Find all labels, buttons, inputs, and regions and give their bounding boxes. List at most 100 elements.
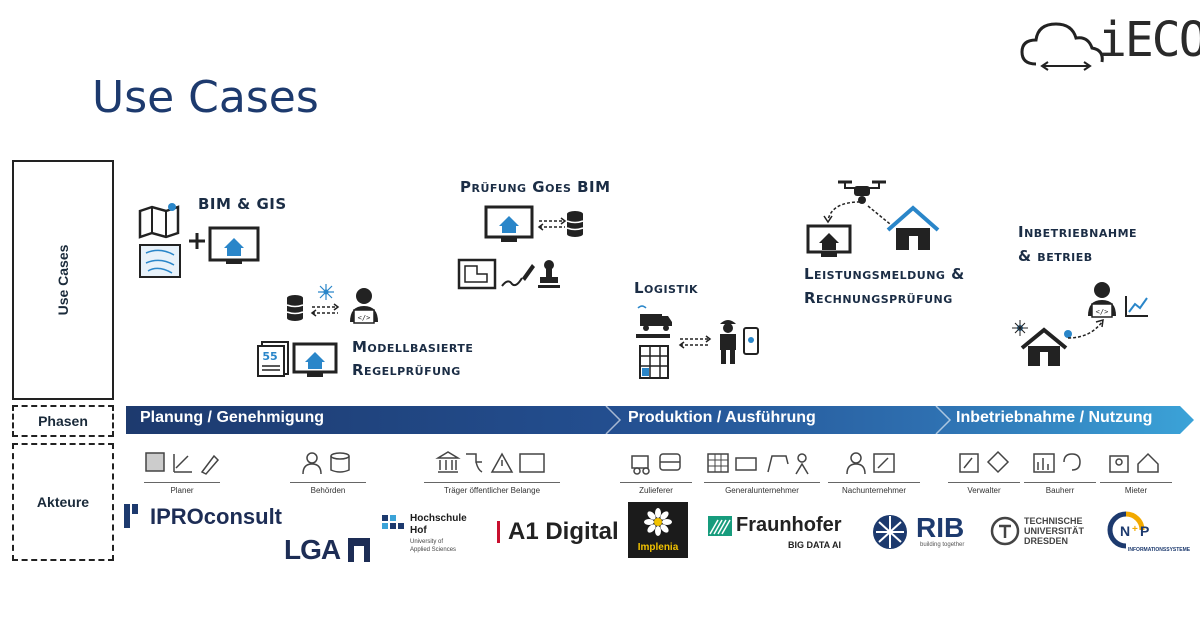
- brand-logo-text: iECO: [1098, 12, 1200, 68]
- phase-arrow: [126, 405, 1194, 435]
- actor-planer: Planer: [144, 482, 220, 495]
- nachunternehmer-icons: [846, 452, 895, 475]
- use-cases-label: Use Cases: [55, 244, 71, 316]
- phasen-label: Phasen: [38, 413, 88, 429]
- mieter-icons: [1109, 452, 1159, 473]
- svg-text:</>: </>: [358, 314, 371, 322]
- use-case-pruefung: Prüfung Goes BIM: [460, 178, 611, 196]
- phone-icon: [743, 327, 759, 355]
- hof-logo-icon: [382, 515, 404, 529]
- document-stack-icon: 55: [257, 341, 289, 377]
- svg-text:N: N: [1120, 523, 1130, 539]
- flower-icon: [644, 508, 672, 536]
- use-case-bim-gis: BIM & GIS: [198, 195, 287, 213]
- map-icon: [138, 203, 181, 278]
- monitor-house-icon: [208, 226, 260, 264]
- actor-nachunternehmer: Nachunternehmer: [828, 482, 920, 495]
- a1-divider: [497, 521, 500, 543]
- akteure-box: Akteure: [12, 443, 114, 561]
- line-chart-icon: [1125, 296, 1148, 317]
- user-laptop-icon: </>: [1088, 282, 1116, 318]
- signature-pen-icon: [501, 264, 535, 287]
- smart-house-icon: [1012, 320, 1072, 366]
- user-laptop-icon: </>: [350, 288, 378, 324]
- verwalter-icons: [959, 450, 1010, 474]
- use-cases-box: Use Cases: [12, 160, 114, 400]
- phase-produktion: Produktion / Ausführung: [628, 409, 816, 426]
- exchange-arrows-icon: [537, 217, 567, 231]
- svg-text:55: 55: [262, 350, 277, 363]
- generalunternehmer-icons: [707, 453, 809, 475]
- network-icon: [318, 284, 334, 300]
- ipro-logo-icon: [124, 504, 138, 528]
- cloud-logo-icon: [1020, 22, 1104, 71]
- partner-hof-4: Applied Sciences: [410, 547, 457, 553]
- monitor-house-icon: [484, 205, 534, 242]
- partner-rib: RIB: [916, 512, 965, 543]
- use-case-inbetrieb-1: Inbetriebnahme: [1018, 223, 1138, 241]
- akteure-label: Akteure: [36, 494, 90, 510]
- planer-icons: [145, 452, 220, 475]
- truck-icon: [636, 305, 672, 338]
- behoerden-icons: [302, 452, 350, 475]
- tud-logo-icon: [990, 516, 1020, 546]
- svg-text:+: +: [1132, 524, 1138, 535]
- partner-rib-sub: building together: [920, 542, 965, 548]
- use-case-modell-2: Regelprüfung: [352, 361, 461, 379]
- plus-icon: [189, 233, 205, 249]
- monitor-house-icon: [806, 224, 852, 257]
- zulieferer-icons: [631, 453, 681, 475]
- partner-ipro: IPROconsult: [150, 504, 283, 529]
- partner-implenia: Implenia: [637, 542, 679, 553]
- exchange-arrows-icon: [678, 335, 712, 349]
- warehouse-icon: [639, 345, 669, 379]
- partner-tud-1: TECHNISCHE: [1024, 516, 1083, 526]
- database-icon: [566, 211, 584, 237]
- np-logo-icon: N + P: [1107, 511, 1149, 549]
- partner-hof-2: Hof: [410, 525, 427, 536]
- actor-behoerden: Behörden: [290, 482, 366, 495]
- partner-tud-2: UNIVERSITÄT: [1024, 526, 1085, 536]
- page-title: Use Cases: [92, 72, 319, 123]
- partner-hof-1: Hochschule: [410, 513, 467, 524]
- database-icon: [286, 295, 304, 321]
- actor-verwalter: Verwalter: [948, 482, 1020, 495]
- partner-fraunhofer-sub: BIG DATA AI: [788, 540, 841, 550]
- use-case-modell-1: Modellbasierte: [352, 338, 474, 356]
- exchange-arrows-icon: [310, 303, 340, 317]
- worker-icon: [720, 320, 736, 364]
- partner-hof-3: University of: [410, 539, 444, 545]
- partner-a1: A1 Digital: [508, 518, 619, 545]
- use-case-inbetrieb-2: & betrieb: [1018, 247, 1093, 265]
- fraunhofer-logo-icon: [708, 516, 732, 536]
- rib-logo-icon: [873, 515, 907, 549]
- svg-text:P: P: [1140, 523, 1149, 539]
- use-case-leistung-2: Rechnungsprüfung: [804, 289, 953, 307]
- actor-traeger: Träger öffentlicher Belange: [424, 482, 560, 495]
- partner-tud-3: DRESDEN: [1024, 536, 1069, 546]
- phase-inbetrieb: Inbetriebnahme / Nutzung: [956, 409, 1153, 426]
- dashed-arrow-icon: [1067, 318, 1104, 339]
- dashed-line-icon: [867, 205, 891, 225]
- implenia-logo: Implenia: [628, 502, 688, 558]
- partner-lga: LGA: [284, 534, 341, 565]
- phase-planung: Planung / Genehmigung: [140, 409, 324, 426]
- bauherr-icons: [1033, 453, 1081, 473]
- blueprint-icon: [457, 258, 497, 290]
- partner-fraunhofer: Fraunhofer: [736, 514, 842, 536]
- dashed-arrow-icon: [823, 201, 861, 224]
- monitor-house-icon: [292, 342, 338, 377]
- svg-text:</>: </>: [1096, 308, 1109, 316]
- actor-generalunternehmer: Generalunternehmer: [704, 482, 820, 495]
- partner-np-sub: INFORMATIONSSYSTEME: [1128, 547, 1191, 553]
- traeger-icons: [435, 451, 545, 473]
- actor-zulieferer: Zulieferer: [620, 482, 692, 495]
- actor-bauherr: Bauherr: [1024, 482, 1096, 495]
- lga-logo-icon: [348, 538, 370, 562]
- actor-mieter: Mieter: [1100, 482, 1172, 495]
- house-icon: [886, 205, 940, 250]
- use-case-logistik: Logistik: [634, 279, 699, 297]
- stamp-icon: [538, 260, 560, 288]
- use-case-leistung-1: Leistungsmeldung &: [804, 265, 965, 283]
- drone-icon: [838, 180, 886, 204]
